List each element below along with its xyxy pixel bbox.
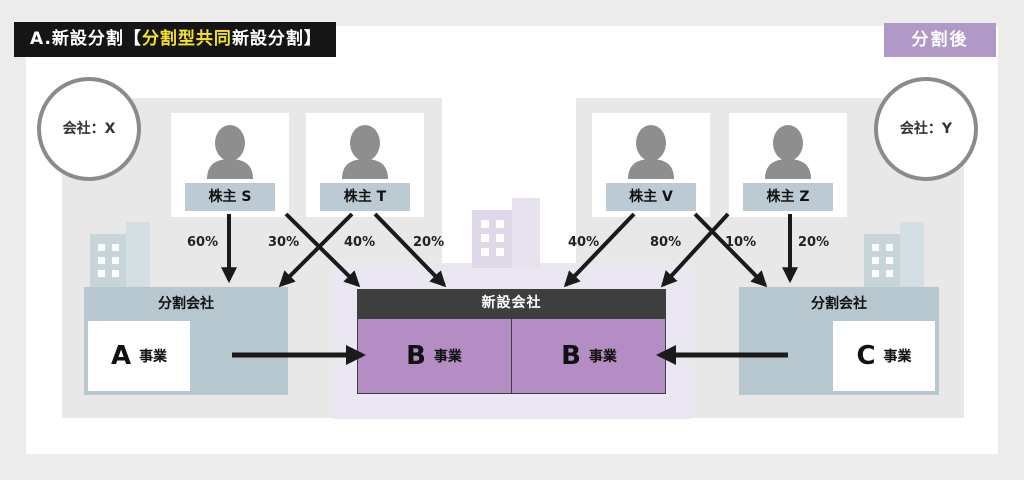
pct-t-to-new: 20% — [413, 235, 445, 250]
pct-v-to-new: 40% — [568, 235, 600, 250]
shareholder-card-t: 株主 T — [306, 113, 424, 217]
pct-v-to-split: 80% — [650, 235, 682, 250]
business-word: 事業 — [433, 349, 462, 365]
split-company-left: 分割会社 A 事業 — [84, 287, 288, 395]
person-icon — [765, 125, 811, 179]
building-icon — [472, 198, 540, 268]
diagram-title: A.新設分割【分割型共同新設分割】 — [14, 22, 336, 57]
company-y-circle: 会社：Y — [874, 77, 978, 181]
arrow-v-to-split — [693, 212, 768, 288]
business-b-right: B 事業 — [512, 318, 666, 394]
business-letter: C — [856, 341, 876, 371]
person-icon — [207, 125, 253, 179]
business-letter: B — [406, 341, 426, 371]
arrow-t-to-split — [278, 212, 354, 288]
business-word: 事業 — [588, 349, 617, 365]
shareholder-label-z: 株主 Z — [743, 183, 833, 211]
split-company-right: 分割会社 C 事業 — [739, 287, 939, 395]
shareholder-card-v: 株主 V — [592, 113, 710, 217]
arrow-t-to-new — [373, 212, 447, 288]
arrow-z-to-new — [660, 212, 730, 288]
shareholder-label-s: 株主 S — [185, 183, 275, 211]
title-prefix: A.新設分割【 — [30, 29, 142, 49]
title-suffix: 新設分割】 — [231, 29, 322, 49]
after-split-badge: 分割後 — [884, 23, 996, 57]
shareholder-card-z: 株主 Z — [729, 113, 847, 217]
business-c-box: C 事業 — [833, 321, 935, 391]
building-icon — [864, 222, 924, 290]
pct-z-to-new: 10% — [725, 235, 757, 250]
business-b-left: B 事業 — [357, 318, 511, 394]
arrow-v-to-new — [563, 212, 636, 288]
new-company-divider — [511, 318, 512, 394]
business-word: 事業 — [883, 349, 912, 365]
business-letter: A — [110, 341, 132, 371]
pct-t-to-split: 40% — [344, 235, 376, 250]
business-word: 事業 — [139, 349, 168, 365]
shareholder-label-t: 株主 T — [320, 183, 410, 211]
company-x-circle: 会社：X — [37, 77, 141, 181]
person-icon — [628, 125, 674, 179]
pct-s-to-new: 30% — [268, 235, 300, 250]
building-icon — [90, 222, 150, 290]
new-company-title: 新設会社 — [357, 289, 666, 318]
split-company-title: 分割会社 — [811, 296, 867, 312]
pct-z-to-split: 20% — [798, 235, 830, 250]
arrow-s-to-new — [284, 212, 361, 288]
business-a-box: A 事業 — [88, 321, 190, 391]
shareholder-label-v: 株主 V — [606, 183, 696, 211]
split-company-title: 分割会社 — [158, 296, 214, 312]
person-icon — [342, 125, 388, 179]
pct-s-to-split: 60% — [187, 235, 219, 250]
business-letter: B — [561, 341, 581, 371]
title-highlight: 分割型共同 — [141, 29, 232, 49]
shareholder-card-s: 株主 S — [171, 113, 289, 217]
